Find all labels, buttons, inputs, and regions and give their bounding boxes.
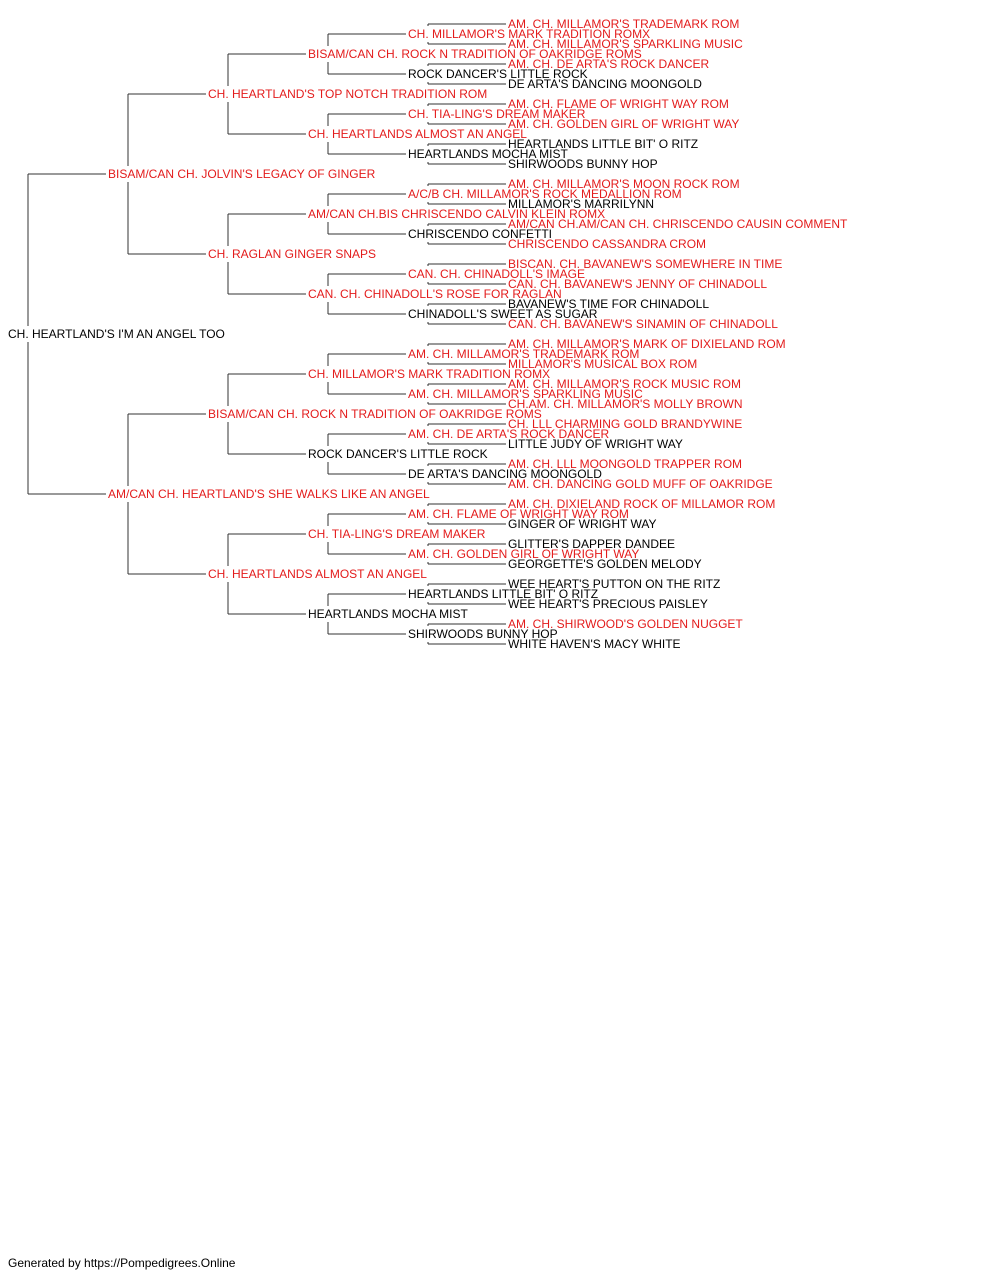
pedigree-node-gen-5: MILLAMOR'S MUSICAL BOX ROM [508,357,697,371]
pedigree-node-gen-5: GLITTER'S DAPPER DANDEE [508,537,675,551]
pedigree-node-gen-4: SHIRWOODS BUNNY HOP [408,627,558,641]
pedigree-node-gen-5: GEORGETTE'S GOLDEN MELODY [508,557,702,571]
pedigree-node-gen-5: AM. CH. MILLAMOR'S SPARKLING MUSIC [508,37,743,51]
pedigree-node-gen-5: AM. CH. LLL MOONGOLD TRAPPER ROM [508,457,742,471]
pedigree-node-gen-5: AM. CH. MILLAMOR'S MOON ROCK ROM [508,177,740,191]
pedigree-node-gen-5: AM. CH. GOLDEN GIRL OF WRIGHT WAY [508,117,739,131]
pedigree-node-gen-5: BAVANEW'S TIME FOR CHINADOLL [508,297,709,311]
pedigree-node-gen-5: CH.AM. CH. MILLAMOR'S MOLLY BROWN [508,397,743,411]
pedigree-node-gen-1: BISAM/CAN CH. JOLVIN'S LEGACY OF GINGER [108,167,376,181]
pedigree-node-gen-5: AM. CH. FLAME OF WRIGHT WAY ROM [508,97,729,111]
pedigree-node-gen-4: A/C/B CH. MILLAMOR'S ROCK MEDALLION ROM [408,187,682,201]
pedigree-node-gen-5: AM. CH. MILLAMOR'S TRADEMARK ROM [508,17,739,31]
pedigree-node-gen-5: CHRISCENDO CASSANDRA CROM [508,237,706,251]
pedigree-node-gen-5: GINGER OF WRIGHT WAY [508,517,656,531]
pedigree-node-gen-2: CH. HEARTLANDS ALMOST AN ANGEL [208,567,427,581]
pedigree-node-gen-4: CHINADOLL'S SWEET AS SUGAR [408,307,598,321]
pedigree-node-gen-5: BISCAN. CH. BAVANEW'S SOMEWHERE IN TIME [508,257,782,271]
pedigree-node-gen-0: CH. HEARTLAND'S I'M AN ANGEL TOO [8,327,225,341]
pedigree-node-gen-4: CAN. CH. CHINADOLL'S IMAGE [408,267,585,281]
pedigree-node-gen-5: AM. CH. MILLAMOR'S ROCK MUSIC ROM [508,377,741,391]
pedigree-node-gen-4: HEARTLANDS LITTLE BIT' O RITZ [408,587,598,601]
pedigree-node-gen-5: WEE HEART'S PRECIOUS PAISLEY [508,597,708,611]
pedigree-node-gen-4: AM. CH. GOLDEN GIRL OF WRIGHT WAY [408,547,639,561]
pedigree-node-gen-3: BISAM/CAN CH. ROCK N TRADITION OF OAKRID… [308,47,642,61]
pedigree-node-gen-4: AM. CH. MILLAMOR'S SPARKLING MUSIC [408,387,643,401]
pedigree-node-gen-3: HEARTLANDS MOCHA MIST [308,607,468,621]
pedigree-node-gen-5: SHIRWOODS BUNNY HOP [508,157,658,171]
pedigree-node-gen-5: CAN. CH. BAVANEW'S JENNY OF CHINADOLL [508,277,767,291]
pedigree-node-gen-4: AM. CH. FLAME OF WRIGHT WAY ROM [408,507,629,521]
pedigree-node-gen-4: AM. CH. DE ARTA'S ROCK DANCER [408,427,610,441]
pedigree-node-gen-2: BISAM/CAN CH. ROCK N TRADITION OF OAKRID… [208,407,542,421]
pedigree-node-gen-5: CAN. CH. BAVANEW'S SINAMIN OF CHINADOLL [508,317,778,331]
pedigree-node-gen-4: CH. TIA-LING'S DREAM MAKER [408,107,586,121]
pedigree-node-gen-3: CH. HEARTLANDS ALMOST AN ANGEL [308,127,527,141]
pedigree-node-gen-4: DE ARTA'S DANCING MOONGOLD [408,467,602,481]
pedigree-node-gen-4: CH. MILLAMOR'S MARK TRADITION ROMX [408,27,650,41]
pedigree-node-gen-3: ROCK DANCER'S LITTLE ROCK [308,447,488,461]
pedigree-node-gen-5: AM. CH. SHIRWOOD'S GOLDEN NUGGET [508,617,743,631]
pedigree-node-gen-5: AM. CH. DE ARTA'S ROCK DANCER [508,57,710,71]
pedigree-node-gen-3: AM/CAN CH.BIS CHRISCENDO CALVIN KLEIN RO… [308,207,605,221]
pedigree-node-gen-5: AM/CAN CH.AM/CAN CH. CHRISCENDO CAUSIN C… [508,217,848,231]
pedigree-node-gen-5: DE ARTA'S DANCING MOONGOLD [508,77,702,91]
pedigree-node-gen-3: CH. MILLAMOR'S MARK TRADITION ROMX [308,367,550,381]
pedigree-node-gen-4: CHRISCENDO CONFETTI [408,227,552,241]
pedigree-node-gen-4: ROCK DANCER'S LITTLE ROCK [408,67,588,81]
pedigree-node-gen-5: HEARTLANDS LITTLE BIT' O RITZ [508,137,698,151]
pedigree-node-gen-5: MILLAMOR'S MARRILYNN [508,197,654,211]
pedigree-node-gen-5: AM. CH. DIXIELAND ROCK OF MILLAMOR ROM [508,497,775,511]
pedigree-node-gen-3: CAN. CH. CHINADOLL'S ROSE FOR RAGLAN [308,287,562,301]
pedigree-node-gen-2: CH. RAGLAN GINGER SNAPS [208,247,376,261]
pedigree-node-gen-5: WHITE HAVEN'S MACY WHITE [508,637,681,651]
pedigree-node-gen-5: LITTLE JUDY OF WRIGHT WAY [508,437,683,451]
pedigree-node-gen-3: CH. TIA-LING'S DREAM MAKER [308,527,486,541]
pedigree-node-gen-4: HEARTLANDS MOCHA MIST [408,147,568,161]
pedigree-node-gen-5: AM. CH. MILLAMOR'S MARK OF DIXIELAND ROM [508,337,786,351]
pedigree-node-gen-4: AM. CH. MILLAMOR'S TRADEMARK ROM [408,347,639,361]
pedigree-node-gen-5: CH. LLL CHARMING GOLD BRANDYWINE [508,417,742,431]
pedigree-node-gen-2: CH. HEARTLAND'S TOP NOTCH TRADITION ROM [208,87,487,101]
pedigree-node-gen-5: AM. CH. DANCING GOLD MUFF OF OAKRIDGE [508,477,773,491]
generated-by-footer: Generated by https://Pompedigrees.Online [8,1256,236,1270]
pedigree-node-gen-1: AM/CAN CH. HEARTLAND'S SHE WALKS LIKE AN… [108,487,430,501]
pedigree-node-gen-5: WEE HEART'S PUTTON ON THE RITZ [508,577,720,591]
